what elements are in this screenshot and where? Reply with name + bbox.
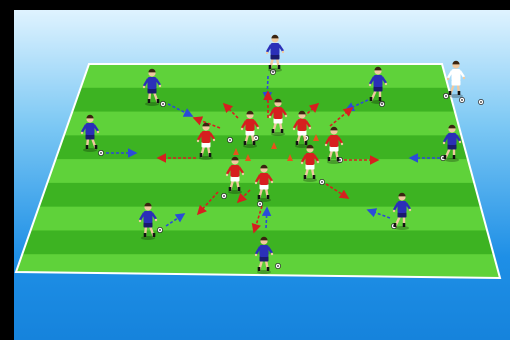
pitch-stripe	[0, 230, 510, 254]
coach-player	[447, 61, 465, 98]
ball-icon	[257, 201, 262, 206]
ball-icon	[227, 137, 232, 142]
pitch-stripe	[0, 64, 510, 88]
ball-icon	[275, 263, 280, 268]
ball-icon	[319, 179, 324, 184]
pitch-stripes	[0, 64, 510, 279]
pitch-stripe	[0, 159, 510, 183]
ball-icon	[98, 150, 103, 155]
ball-icon	[160, 101, 165, 106]
ball-icon	[157, 227, 162, 232]
ball-icon	[459, 97, 464, 102]
ball-icon	[443, 93, 448, 98]
ball-icon	[478, 99, 483, 104]
ball-icon	[221, 193, 226, 198]
pitch-stripe	[0, 183, 510, 207]
